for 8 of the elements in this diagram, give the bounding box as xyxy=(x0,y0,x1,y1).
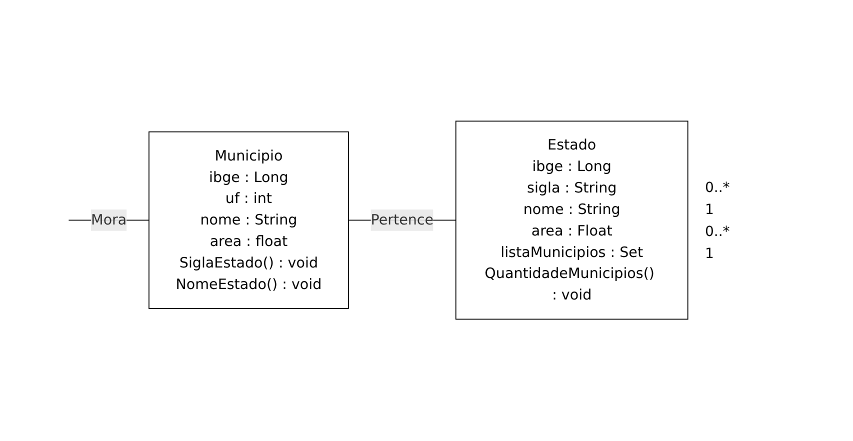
node-box: Municipio ibge : Long uf : int nome : String area : float SiglaEstado() : void NomeEstado() : void xyxy=(148,132,349,310)
multiplicity-label: 1 xyxy=(705,246,715,262)
edge-label: Pertence xyxy=(370,212,434,229)
multiplicity-label: 1 xyxy=(705,202,715,218)
multiplicity-label: 0..* xyxy=(705,180,731,196)
multiplicity-label: 0..* xyxy=(705,224,731,240)
edge-label: Mora xyxy=(91,212,127,229)
node-box: Estado ibge : Long sigla : String nome : String area : Float listaMunicipios : Set QuantidadeMunicipios() : void xyxy=(455,121,688,320)
